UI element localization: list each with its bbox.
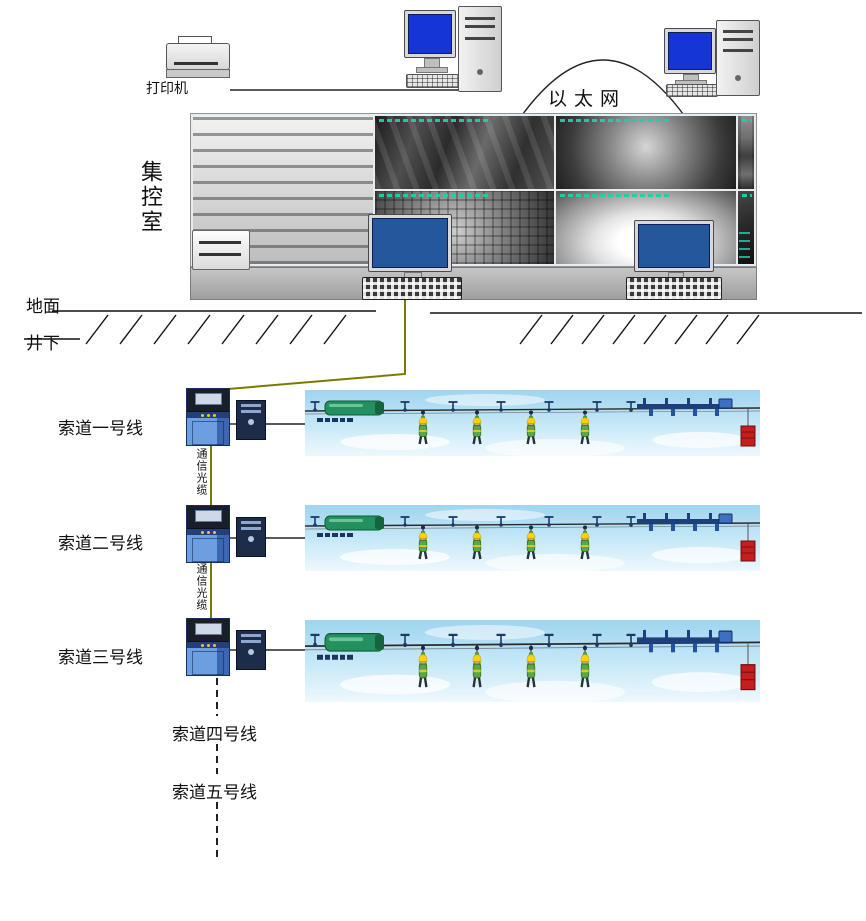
fiber-cable-label-1: 通信光缆 xyxy=(195,448,207,496)
server-monitor-screen xyxy=(408,14,452,54)
cableway-photo-3 xyxy=(305,620,760,702)
cableway-photo-1 xyxy=(305,390,760,456)
client-monitor-screen xyxy=(668,32,712,70)
printer-body xyxy=(166,43,230,70)
operator-station-2 xyxy=(626,220,724,300)
junction-box-2 xyxy=(236,517,266,557)
control-room-label: 集控室 xyxy=(138,160,163,235)
controller-screen xyxy=(195,622,222,636)
operator-monitor-2 xyxy=(634,220,714,272)
client-keyboard xyxy=(666,84,718,97)
line-controller-2 xyxy=(186,505,230,563)
line-controller-1 xyxy=(186,388,230,446)
ethernet-arc xyxy=(519,59,687,119)
cableway-label-4: 索道四号线 xyxy=(172,725,257,744)
monitor-base xyxy=(416,67,448,73)
server-tower xyxy=(458,6,502,92)
server-computer xyxy=(400,6,502,94)
line-controller-3 xyxy=(186,618,230,676)
printer-output-slot xyxy=(174,62,218,65)
cableway-photo-2 xyxy=(305,505,760,571)
surface-label: 地面 xyxy=(26,297,60,316)
cableway-label-3: 索道三号线 xyxy=(58,648,143,667)
camera-feed-2 xyxy=(556,116,736,189)
server-monitor xyxy=(404,10,456,58)
power-button-icon xyxy=(734,75,741,81)
power-button-icon xyxy=(476,69,483,75)
operator-station-1 xyxy=(362,214,462,300)
underground-label: 井下 xyxy=(26,334,60,353)
controller-buttons xyxy=(187,529,229,536)
hatch-left xyxy=(85,314,347,345)
junction-box-3 xyxy=(236,630,266,670)
operator-screen-1 xyxy=(372,218,448,268)
controller-buttons xyxy=(187,412,229,419)
cableway-label-5: 索道五号线 xyxy=(172,783,257,802)
camera-feed-6 xyxy=(738,191,754,264)
console-printer xyxy=(192,230,250,270)
client-computer xyxy=(662,20,760,97)
printer-label: 打印机 xyxy=(146,82,188,97)
operator-screen-2 xyxy=(638,224,710,268)
operator-keyboard-1 xyxy=(362,277,462,300)
junction-box-1 xyxy=(236,400,266,440)
operator-keyboard-2 xyxy=(626,277,722,300)
client-tower xyxy=(716,20,760,96)
fiber-trunk-line xyxy=(215,286,406,391)
client-monitor xyxy=(664,28,716,74)
hatch-right xyxy=(519,314,760,345)
camera-feed-1 xyxy=(374,116,555,189)
operator-monitor-1 xyxy=(368,214,452,272)
camera-feed-3 xyxy=(738,116,754,189)
printer-base xyxy=(166,69,230,78)
controller-buttons xyxy=(187,642,229,649)
cableway-label-2: 索道二号线 xyxy=(58,534,143,553)
ethernet-label: 以太网 xyxy=(548,89,627,110)
fiber-cable-label-2: 通信光缆 xyxy=(195,563,207,611)
controller-screen xyxy=(195,509,222,523)
device-links xyxy=(230,423,306,651)
cableway-label-1: 索道一号线 xyxy=(58,419,143,438)
server-keyboard xyxy=(406,74,460,88)
printer xyxy=(166,36,232,80)
controller-screen xyxy=(195,392,222,406)
